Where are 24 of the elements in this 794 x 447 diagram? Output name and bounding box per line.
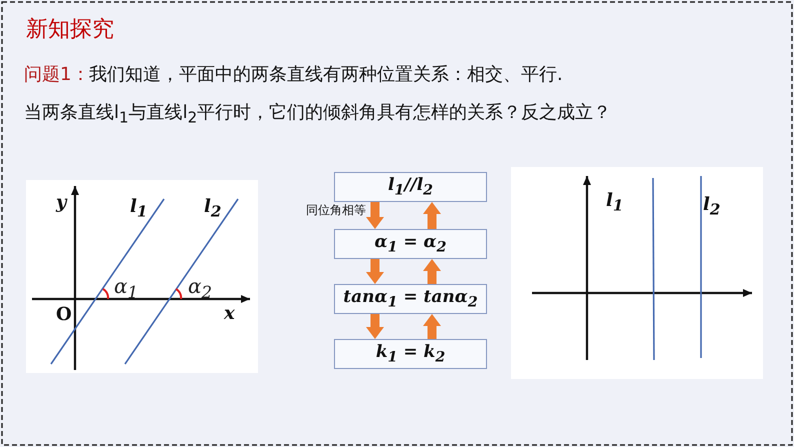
angle-label: α$_{1}$	[114, 274, 138, 302]
process-box: k$_{1}$ = k$_{2}$	[334, 339, 487, 369]
line-label: l$_{2}$	[204, 196, 222, 221]
arrow	[366, 259, 384, 284]
axis-label: y	[56, 192, 66, 213]
angle-label: α$_{2}$	[188, 274, 212, 302]
line-label: l$_{1}$	[130, 196, 148, 221]
question-label: 问题1：	[24, 63, 90, 86]
line-label: l$_{1}$	[606, 190, 624, 215]
arrow	[423, 314, 441, 339]
arrow	[423, 259, 441, 284]
process-box: α$_{1}$ = α$_{2}$	[334, 229, 487, 259]
arrow	[366, 314, 384, 339]
question-text: 我们知道，平面中的两条直线有两种位置关系：相交、平行.	[89, 63, 563, 86]
origin-label: O	[56, 304, 72, 325]
process-box: l$_{1}$//l$_{2}$	[334, 172, 487, 202]
axis-label: x	[224, 303, 235, 324]
heading: 新知探究	[26, 16, 114, 44]
arrow	[423, 202, 441, 229]
process-box: tanα$_{1}$ = tanα$_{2}$	[334, 284, 487, 314]
arrow	[366, 202, 384, 229]
edge-label: 同位角相等	[306, 202, 366, 219]
question-text: 当两条直线l$_{1}$与直线l$_{2}$平行时，它们的倾斜角具有怎样的关系？反之成立？	[24, 101, 612, 127]
line-label: l$_{2}$	[703, 194, 720, 219]
